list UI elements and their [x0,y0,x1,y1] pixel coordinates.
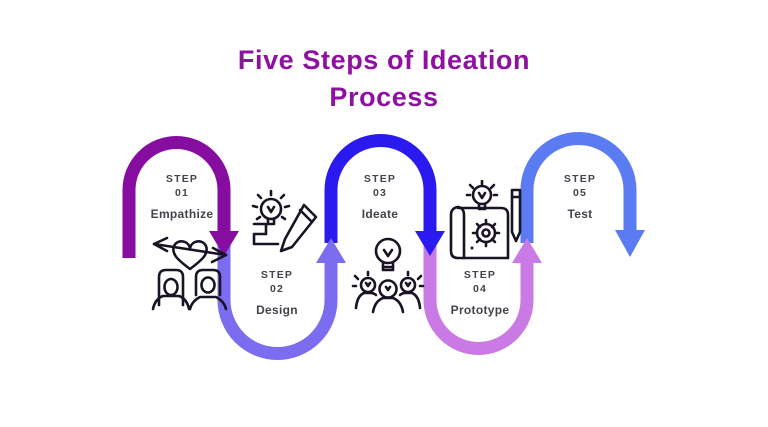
step-1-step-word: STEP [165,173,199,185]
step-5-label-block: STEP 05 Test [515,172,645,221]
empathize-couple-heart-icon [146,225,234,316]
arrow-segment-test [520,132,637,243]
step-2-label-block: STEP 02 Design [212,268,342,317]
step-4-number: 04 [472,283,488,295]
step-1-name: Empathize [150,207,214,221]
step-3-name: Ideate [361,207,399,221]
ideate-team-lightbulb-icon [345,234,431,321]
arrowhead-down-ideate [415,231,445,256]
step-3-number: 03 [372,187,388,199]
arrow-segment-prototype [423,238,534,355]
step-5-step-word: STEP [563,173,597,185]
arrowhead-down-test [615,230,645,257]
step-5-name: Test [567,207,593,221]
design-bulb-pencil-icon [246,186,324,265]
step-1-number: 01 [174,187,190,199]
arrow-segment-design [217,238,338,360]
step-2-name: Design [256,303,298,317]
step-2-step-word: STEP [260,269,294,281]
step-4-step-word: STEP [463,269,497,281]
step-4-name: Prototype [450,303,510,317]
arrow-segment-empathize [122,136,231,258]
step-3-label-block: STEP 03 Ideate [315,172,445,221]
arrow-segment-ideate [324,134,437,243]
step-1-label-block: STEP 01 Empathize [117,172,247,221]
arrowhead-up-prototype [512,238,542,263]
prototype-blueprint-gear-icon [446,179,531,267]
page-title-line1: Five Steps of Ideation [237,45,531,75]
arrowhead-down-empathize [209,231,239,256]
arrowhead-up-design [316,238,346,263]
page-title: Five Steps of Ideation Process [0,42,768,116]
page-title-line2: Process [329,82,439,112]
step-3-step-word: STEP [363,173,397,185]
step-4-label-block: STEP 04 Prototype [415,268,545,317]
step-5-number: 05 [572,187,588,199]
step-2-number: 02 [269,283,285,295]
